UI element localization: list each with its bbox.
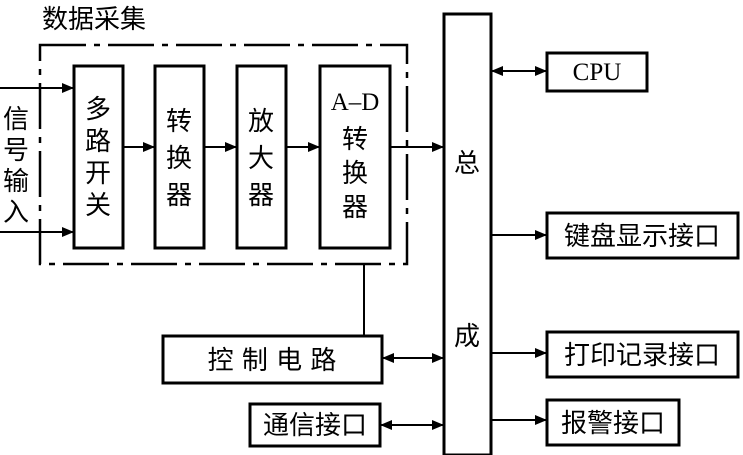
svg-text:器: 器 bbox=[342, 193, 368, 223]
svg-text:开: 开 bbox=[85, 159, 111, 189]
svg-text:打印记录接口: 打印记录接口 bbox=[564, 341, 720, 371]
adc-block: A–D 转 换 器 bbox=[318, 64, 392, 250]
amplifier-block: 放 大 器 bbox=[235, 64, 288, 250]
signal-input-label: 信 号 输 入 bbox=[3, 105, 29, 228]
svg-text:多: 多 bbox=[85, 95, 111, 125]
svg-text:转: 转 bbox=[342, 125, 368, 155]
svg-text:路: 路 bbox=[85, 127, 111, 157]
svg-text:报警接口: 报警接口 bbox=[561, 409, 665, 439]
cpu-block: CPU bbox=[545, 51, 649, 93]
svg-text:信: 信 bbox=[3, 105, 29, 135]
svg-text:大: 大 bbox=[248, 144, 274, 174]
group-title: 数据采集 bbox=[42, 5, 146, 35]
svg-text:成: 成 bbox=[454, 322, 480, 352]
control-circuit-block: 控 制 电 路 bbox=[161, 334, 384, 385]
print-record-block: 打印记录接口 bbox=[545, 330, 740, 379]
svg-text:入: 入 bbox=[3, 198, 29, 228]
converter-block: 转 换 器 bbox=[153, 64, 206, 250]
svg-text:输: 输 bbox=[3, 167, 29, 197]
svg-text:总: 总 bbox=[454, 149, 480, 179]
svg-text:器: 器 bbox=[166, 181, 192, 211]
svg-text:CPU: CPU bbox=[573, 59, 622, 86]
svg-text:换: 换 bbox=[166, 144, 192, 174]
svg-text:换: 换 bbox=[342, 159, 368, 189]
alarm-interface-block: 报警接口 bbox=[545, 398, 681, 447]
comm-interface-block: 通信接口 bbox=[248, 402, 382, 448]
bus-block: 总 成 bbox=[442, 12, 493, 455]
keyboard-display-block: 键盘显示接口 bbox=[545, 211, 740, 260]
svg-text:控 制 电 路: 控 制 电 路 bbox=[208, 346, 337, 376]
svg-text:键盘显示接口: 键盘显示接口 bbox=[564, 222, 720, 252]
svg-text:转: 转 bbox=[166, 107, 192, 137]
mux-block: 多 路 开 关 bbox=[72, 64, 125, 250]
svg-text:关: 关 bbox=[85, 191, 111, 221]
acquisition-frame bbox=[38, 43, 409, 266]
svg-text:A–D: A–D bbox=[331, 89, 380, 116]
svg-text:放: 放 bbox=[248, 107, 274, 137]
svg-text:号: 号 bbox=[3, 136, 29, 166]
svg-text:通信接口: 通信接口 bbox=[263, 411, 367, 441]
svg-text:器: 器 bbox=[248, 181, 274, 211]
